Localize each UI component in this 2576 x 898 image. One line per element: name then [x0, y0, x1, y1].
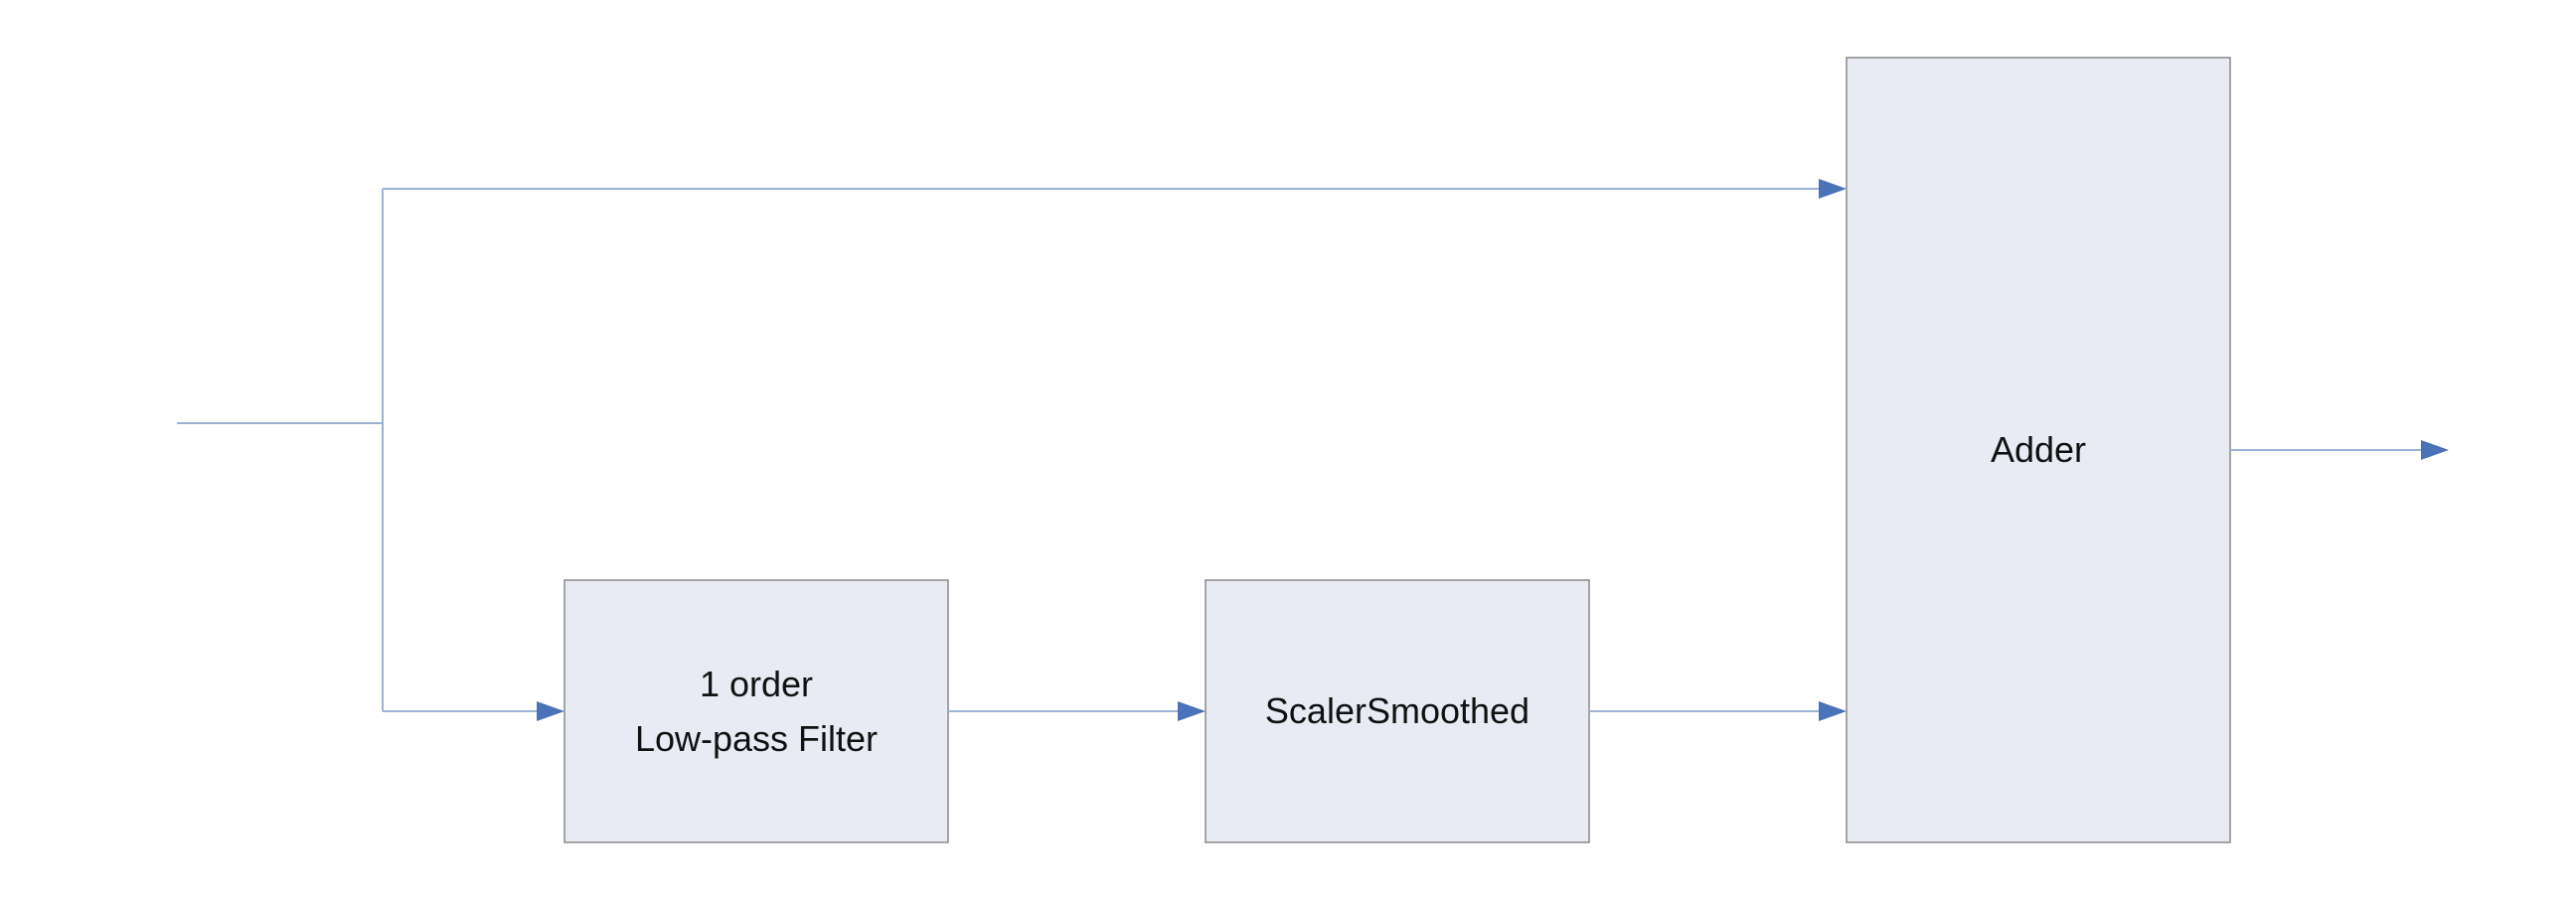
lowpass-filter-label-line2: Low-pass Filter — [635, 718, 878, 759]
output-arrowhead — [2421, 440, 2449, 460]
filter-to-scaler-arrowhead — [1178, 701, 1206, 721]
scaler-to-adder-arrowhead — [1819, 701, 1847, 721]
scaler-smoothed-label: ScalerSmoothed — [1265, 690, 1530, 731]
lowpass-filter-box — [564, 579, 949, 843]
adder-block[interactable]: Adder — [1846, 57, 2231, 843]
bypass-arrowhead — [1819, 179, 1847, 199]
scaler-smoothed-block[interactable]: ScalerSmoothed — [1205, 579, 1590, 843]
scaler-smoothed-box — [1205, 579, 1590, 843]
lowpass-filter-label-line1: 1 order — [700, 664, 813, 704]
adder-label: Adder — [1991, 429, 2086, 470]
lowpass-filter-block[interactable]: 1 order Low-pass Filter — [564, 579, 949, 843]
adder-box — [1846, 57, 2231, 843]
filter-input-arrowhead — [537, 701, 564, 721]
